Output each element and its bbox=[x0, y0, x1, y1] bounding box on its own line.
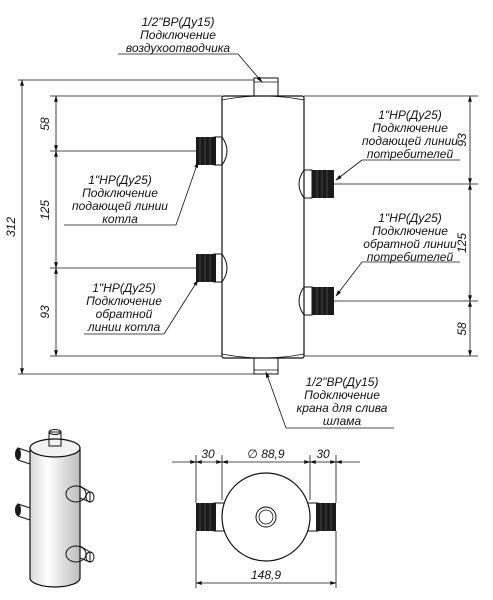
separator-body bbox=[221, 95, 305, 359]
drain-label-3: шлама bbox=[323, 414, 362, 428]
boiler-supply-label-2: подающей линии bbox=[72, 199, 168, 213]
air-vent-label-1: Подключение bbox=[140, 28, 216, 42]
boiler-supply-label-1: Подключение bbox=[82, 186, 158, 200]
dim-right-top: 93 bbox=[455, 133, 469, 147]
extension-lines bbox=[18, 79, 478, 375]
dim-plan-total: 148,9 bbox=[251, 568, 281, 582]
boiler-return-label-1: Подключение bbox=[86, 294, 162, 308]
dim-plan-right: 30 bbox=[316, 447, 330, 461]
dim-left-middle: 125 bbox=[38, 200, 52, 220]
consumer-return-callout bbox=[335, 261, 460, 297]
drain-spec: 1/2"ВР(Ду15) bbox=[306, 375, 379, 389]
boiler-return-nipple bbox=[196, 253, 228, 283]
consumer-return-label-3: потребителей bbox=[367, 250, 454, 264]
drain-label-1: Подключение bbox=[304, 388, 380, 402]
consumer-return-nipple bbox=[298, 286, 334, 316]
consumer-supply-nipple bbox=[298, 169, 334, 199]
dim-left-bottom: 93 bbox=[38, 305, 52, 319]
boiler-supply-callout bbox=[64, 161, 199, 226]
consumer-supply-label-3: потребителей bbox=[367, 147, 454, 161]
boiler-return-spec: 1"НР(Ду25) bbox=[92, 281, 156, 295]
consumer-return-spec: 1"НР(Ду25) bbox=[378, 211, 442, 225]
consumer-return-label-1: Подключение bbox=[372, 224, 448, 238]
isometric-view bbox=[15, 429, 95, 588]
boiler-supply-nipple bbox=[196, 136, 228, 166]
boiler-return-callout bbox=[84, 279, 199, 335]
air-vent-label-2: воздухоотводчика bbox=[126, 41, 231, 55]
dim-left-top: 58 bbox=[38, 117, 52, 131]
drain-callout bbox=[265, 371, 394, 429]
plan-dimensions bbox=[172, 455, 360, 588]
dim-plan-diameter: ∅ 88,9 bbox=[247, 447, 284, 461]
boiler-return-label-3: линии котла bbox=[87, 320, 161, 334]
dim-plan-left: 30 bbox=[201, 447, 215, 461]
drain-nipple bbox=[253, 357, 279, 375]
consumer-return-label-2: обратной линии bbox=[363, 237, 457, 251]
air-vent-callout bbox=[118, 53, 263, 83]
drain-label-2: крана для слива bbox=[297, 401, 388, 415]
left-dimensions bbox=[20, 79, 58, 375]
consumer-supply-spec: 1"НР(Ду25) bbox=[378, 108, 442, 122]
consumer-supply-label-1: Подключение bbox=[372, 121, 448, 135]
dim-right-bottom: 58 bbox=[455, 322, 469, 336]
boiler-return-label-2: обратной bbox=[96, 307, 153, 321]
consumer-supply-callout bbox=[335, 159, 460, 181]
boiler-supply-label-3: котла bbox=[102, 212, 138, 226]
dim-total-height: 312 bbox=[4, 217, 18, 237]
air-vent-nipple bbox=[253, 77, 279, 99]
plan-view bbox=[196, 472, 336, 562]
dim-right-middle: 125 bbox=[455, 233, 469, 253]
consumer-supply-label-2: подающей линии bbox=[362, 134, 458, 148]
air-vent-spec: 1/2"ВР(Ду15) bbox=[142, 15, 215, 29]
boiler-supply-spec: 1"НР(Ду25) bbox=[88, 173, 152, 187]
